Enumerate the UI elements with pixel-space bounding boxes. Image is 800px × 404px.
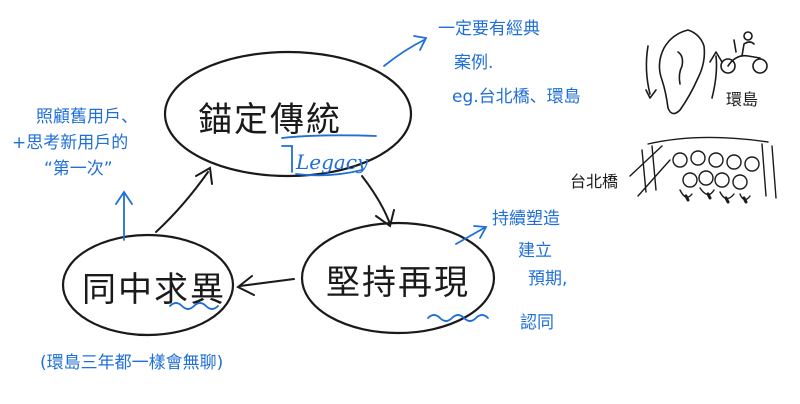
scooter-sketch — [720, 31, 768, 74]
persist-squiggle — [427, 314, 489, 322]
note-classic-line-3: eg.台北橋、環島 — [452, 87, 581, 107]
bridge-crowd-sketch — [629, 136, 777, 204]
arrowhead-shaping-note — [473, 225, 488, 239]
anchor-tradition-ellipse — [163, 50, 413, 178]
diverse-squiggle — [169, 302, 219, 310]
arrowhead-persist-to-diverse — [236, 275, 255, 296]
node-diverse: 同中求異 — [82, 270, 226, 310]
note-keep-shaping: 持續塑造 — [492, 209, 560, 229]
note-expect-line-1: 建立 — [518, 241, 552, 261]
arrow-diverse-to-anchor — [155, 171, 209, 233]
taiwan-island-sketch — [645, 29, 723, 115]
arrow-persist-to-diverse — [239, 278, 295, 287]
squiggles — [169, 302, 489, 322]
note-classic-line-2: 案例. — [454, 53, 494, 73]
arrow-to-classic-note — [383, 39, 425, 67]
note-users-line-1: 照顧舊用戶、 — [36, 107, 138, 127]
arrowhead-classic-note — [413, 35, 428, 51]
legacy-bracket — [281, 145, 293, 173]
anchor-underline — [281, 134, 377, 139]
diverse-ellipse — [61, 233, 235, 337]
cycle-arrows — [155, 166, 395, 296]
sketch-label-island: 環島 — [726, 90, 759, 109]
note-classic-line-1: 一定要有經典 — [438, 19, 540, 39]
note-expect-line-3: 認同 — [520, 313, 554, 333]
persist-ellipse — [300, 221, 496, 335]
arrow-anchor-to-persist — [361, 175, 391, 225]
arrowhead-diverse-to-anchor — [195, 166, 213, 185]
note-expect-line-2: 預期, — [528, 269, 568, 289]
node-anchor-tradition: 錨定傳統 — [198, 100, 342, 140]
legacy-marks — [281, 134, 377, 177]
sketch-label-bridge: 台北橋 — [570, 172, 619, 191]
pointer-arrows — [115, 35, 488, 245]
legacy-underline — [295, 169, 363, 177]
arrowhead-anchor-to-persist — [375, 209, 395, 228]
note-users-line-2: +思考新用戶的 — [12, 133, 129, 153]
arrowhead-old-new-note — [115, 190, 133, 205]
note-users-line-3: “第一次” — [44, 159, 113, 179]
node-legacy-label: Legacy — [296, 150, 369, 174]
note-same-every-year: (環島三年都一樣會無聊) — [40, 353, 224, 373]
arrow-to-shaping-note — [455, 227, 485, 245]
node-persist: 堅持再現 — [326, 263, 470, 303]
